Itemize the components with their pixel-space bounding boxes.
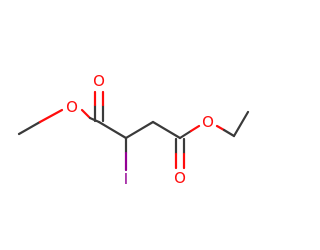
bond-o-c1-o <box>80 108 92 120</box>
bond-ethyl <box>232 110 250 138</box>
bond-c3-c4 <box>151 120 182 140</box>
atom-label-iodine: I <box>124 170 128 188</box>
atom-label-carbonyl-oxygen-right: O <box>174 169 186 187</box>
bond-o-ethyl-c <box>222 128 236 138</box>
bond-c1-c2 <box>97 120 128 140</box>
bond-c4-o-c <box>178 129 193 140</box>
atom-label-carbonyl-oxygen-left: O <box>93 72 105 90</box>
atom-label-ester-oxygen-right: O <box>202 113 214 131</box>
atom-label-ester-oxygen-left: O <box>66 98 78 116</box>
bond-c4-o-o <box>189 124 201 133</box>
bond-methyl-o <box>38 108 64 124</box>
structural-formula: O O I O O <box>17 72 250 188</box>
bond-o-ethyl-o <box>215 124 226 132</box>
bond-c2-c3 <box>124 120 155 140</box>
bond-methyl-c <box>17 120 42 136</box>
